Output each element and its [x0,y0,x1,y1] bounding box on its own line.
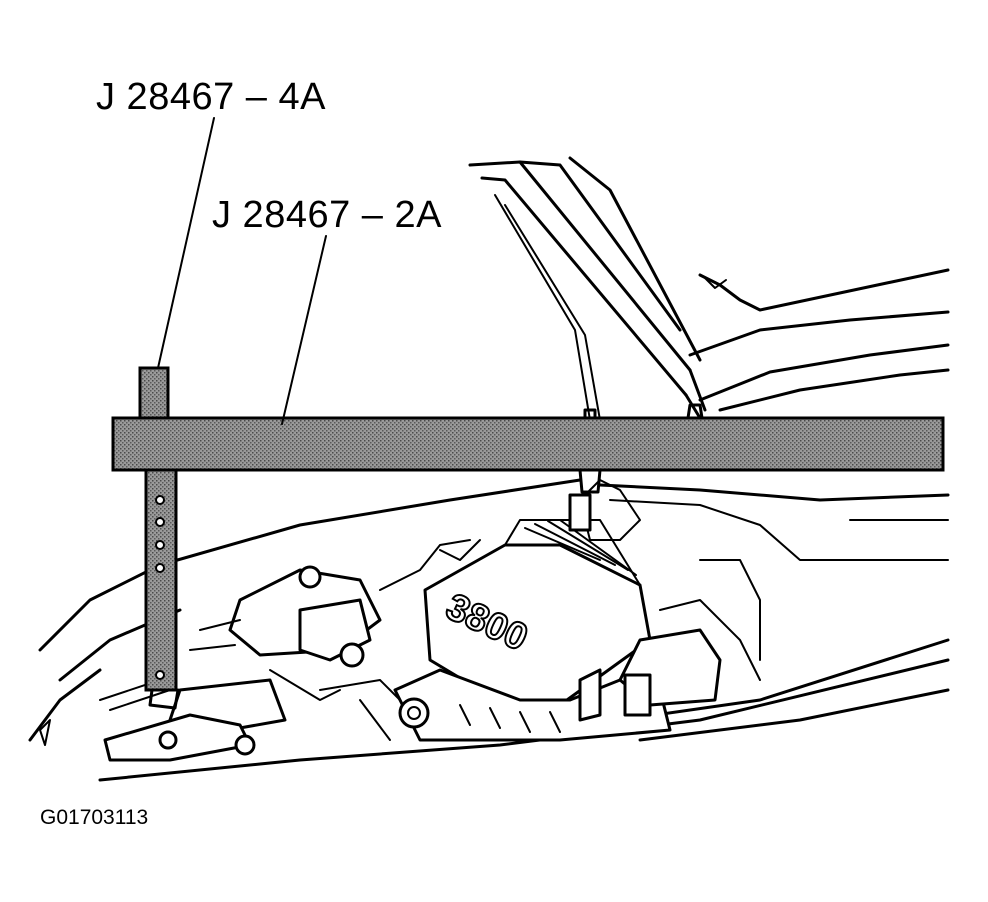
cowl-panel [688,268,950,412]
callout-j28467-4a: J 28467 – 4A [96,76,326,118]
figure-id: G01703113 [40,806,149,829]
lift-hook-tool [138,366,180,710]
leader-line-4a [157,117,215,369]
engine-assembly [99,479,761,762]
support-beam-tool [111,403,945,494]
callout-j28467-2a: J 28467 – 2A [212,194,442,236]
leader-line-2a [281,235,327,425]
hood [468,156,707,421]
